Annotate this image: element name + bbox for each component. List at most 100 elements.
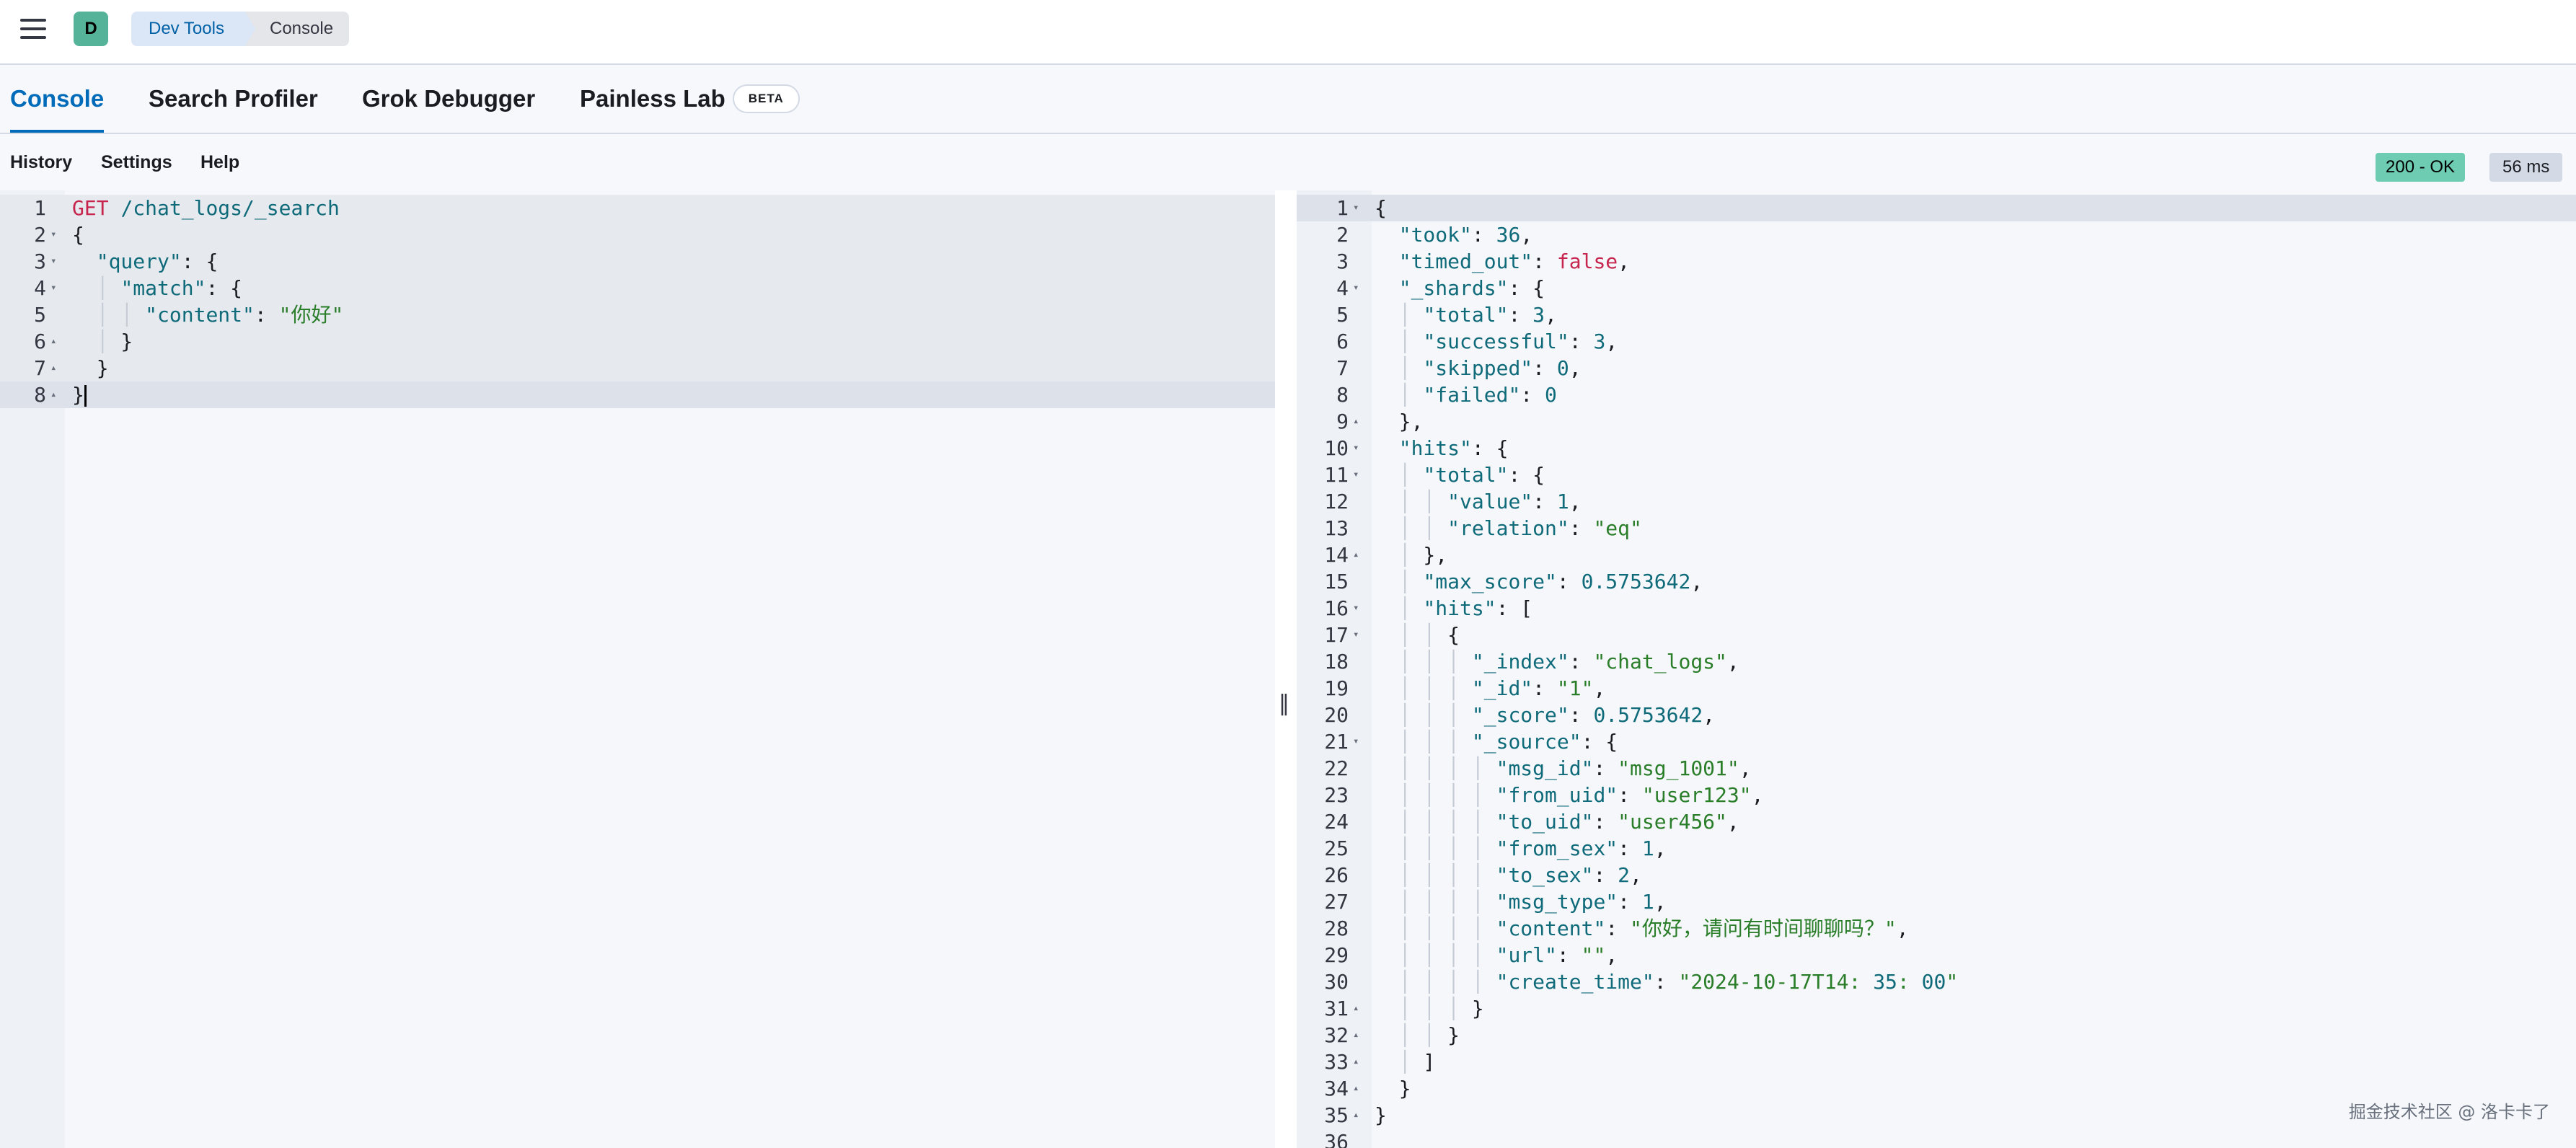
- fold-toggle-icon[interactable]: ▴: [1353, 549, 1359, 560]
- code-line: 34 ▴ }: [1297, 1075, 2576, 1102]
- code-text: },: [1375, 410, 1424, 433]
- fold-toggle-icon[interactable]: ▾: [50, 229, 57, 240]
- fold-toggle-icon[interactable]: ▾: [50, 282, 57, 293]
- code-text: │ │ │ │ "msg_type": 1,: [1398, 890, 1667, 914]
- line-number: 22: [1324, 756, 1349, 780]
- history-link[interactable]: History: [10, 151, 73, 172]
- code-line: 13 │ │ "relation": "eq": [1297, 515, 2576, 542]
- code-line: 27 │ │ │ │ "msg_type": 1,: [1297, 888, 2576, 915]
- response-viewer[interactable]: 1▾{2 "took": 36,3 "timed_out": false,4▾ …: [1297, 190, 2576, 1148]
- code-line: 28 │ │ │ │ "content": "你好，请问有时间聊聊吗？",: [1297, 915, 2576, 942]
- line-number: 19: [1324, 676, 1349, 700]
- code-text: │ │ {: [1398, 623, 1460, 647]
- line-number: 20: [1324, 703, 1349, 727]
- code-line: 8 │ "failed": 0: [1297, 381, 2576, 408]
- fold-toggle-icon[interactable]: ▴: [1353, 1082, 1359, 1094]
- breadcrumb-console: Console: [245, 12, 350, 46]
- code-line: 22 │ │ │ │ "msg_id": "msg_1001",: [1297, 755, 2576, 782]
- line-number: 10: [1324, 436, 1349, 460]
- space-avatar[interactable]: D: [74, 12, 108, 46]
- line-number: 8: [34, 383, 46, 407]
- line-number: 8: [1336, 383, 1349, 407]
- code-text: │ "failed": 0: [1398, 383, 1557, 407]
- fold-toggle-icon[interactable]: ▴: [50, 362, 57, 374]
- fold-toggle-icon[interactable]: ▾: [1353, 629, 1359, 640]
- fold-toggle-icon[interactable]: ▾: [50, 255, 57, 267]
- code-text: │ │ │ "_score": 0.5753642,: [1398, 703, 1716, 727]
- tab-label: Grok Debugger: [362, 85, 536, 112]
- line-number: 5: [1336, 303, 1349, 327]
- code-text: "query": {: [96, 250, 219, 273]
- code-text: │ "skipped": 0,: [1398, 356, 1582, 380]
- code-line: 16▾ │ "hits": [: [1297, 595, 2576, 622]
- tab-painless-lab[interactable]: Painless Lab BETA: [580, 65, 800, 133]
- code-line: 4▾ │ "match": {: [0, 275, 1275, 301]
- resize-handle-icon[interactable]: ‖: [1279, 691, 1289, 716]
- line-number: 1: [34, 196, 46, 220]
- tab-label: Painless Lab: [580, 85, 725, 112]
- tab-console[interactable]: Console: [10, 65, 105, 133]
- line-number: 29: [1324, 943, 1349, 967]
- breadcrumb-dev-tools[interactable]: Dev Tools: [131, 12, 257, 46]
- line-number: 35: [1324, 1103, 1349, 1127]
- fold-toggle-icon[interactable]: ▾: [1353, 202, 1359, 213]
- fold-toggle-icon[interactable]: ▾: [1353, 442, 1359, 454]
- code-text: }: [1375, 1077, 1411, 1100]
- line-number: 15: [1324, 570, 1349, 593]
- line-number: 28: [1324, 917, 1349, 940]
- code-line: 3 "timed_out": false,: [1297, 248, 2576, 275]
- code-line: 32▴ │ │ }: [1297, 1022, 2576, 1048]
- code-line: 6▴ │ }: [0, 328, 1275, 355]
- code-text: {: [72, 223, 84, 247]
- help-link[interactable]: Help: [200, 151, 240, 172]
- line-number: 18: [1324, 650, 1349, 674]
- tab-search-profiler[interactable]: Search Profiler: [149, 65, 318, 133]
- code-text: │ "hits": [: [1398, 596, 1533, 620]
- line-number: 5: [34, 303, 46, 327]
- menu-icon[interactable]: [20, 19, 46, 40]
- fold-toggle-icon[interactable]: ▴: [50, 335, 57, 347]
- code-text: "timed_out": false,: [1398, 250, 1631, 273]
- line-number: 6: [1336, 330, 1349, 353]
- line-number: 36: [1324, 1130, 1349, 1148]
- code-text: │ │ │ │ "msg_id": "msg_1001",: [1398, 756, 1752, 780]
- code-line: 2▾{: [0, 221, 1275, 248]
- editor-divider[interactable]: [1275, 190, 1297, 1148]
- line-number: 7: [1336, 356, 1349, 380]
- fold-toggle-icon[interactable]: ▴: [1353, 1109, 1359, 1121]
- code-line: 1 GET /chat_logs/_search: [0, 195, 1275, 221]
- fold-toggle-icon[interactable]: ▴: [1353, 1002, 1359, 1014]
- line-number: 26: [1324, 863, 1349, 887]
- code-text: │ │ │ }: [1398, 997, 1484, 1020]
- fold-toggle-icon[interactable]: ▴: [1353, 1056, 1359, 1067]
- code-text: "took": 36,: [1398, 223, 1533, 247]
- code-line: 14▴ │ },: [1297, 542, 2576, 568]
- fold-toggle-icon[interactable]: ▾: [1353, 602, 1359, 614]
- code-line: 26 │ │ │ │ "to_sex": 2,: [1297, 862, 2576, 888]
- fold-toggle-icon[interactable]: ▾: [1353, 736, 1359, 747]
- fold-toggle-icon[interactable]: ▾: [1353, 469, 1359, 480]
- code-line: 6 │ "successful": 3,: [1297, 328, 2576, 355]
- line-number: 34: [1324, 1077, 1349, 1100]
- code-line: 1▾{: [1297, 195, 2576, 221]
- code-line: 31▴ │ │ │ }: [1297, 995, 2576, 1022]
- code-line: 5 │ "total": 3,: [1297, 301, 2576, 328]
- line-number: 4: [1336, 276, 1349, 300]
- fold-toggle-icon[interactable]: ▴: [50, 389, 57, 400]
- code-text: }: [72, 381, 87, 408]
- line-number: 9: [1336, 410, 1349, 433]
- fold-toggle-icon[interactable]: ▾: [1353, 282, 1359, 293]
- settings-link[interactable]: Settings: [101, 151, 172, 172]
- code-text: │ │ │ │ "content": "你好，请问有时间聊聊吗？",: [1398, 917, 1909, 940]
- code-text: GET /chat_logs/_search: [72, 196, 340, 220]
- code-text: }: [72, 356, 109, 380]
- watermark: 掘金技术社区 @ 洛卡卡了: [2348, 1102, 2550, 1122]
- fold-toggle-icon[interactable]: ▴: [1353, 415, 1359, 427]
- tab-grok-debugger[interactable]: Grok Debugger: [362, 65, 535, 133]
- code-line: 17▾ │ │ {: [1297, 622, 2576, 648]
- fold-toggle-icon[interactable]: ▴: [1353, 1029, 1359, 1041]
- line-number: 4: [34, 276, 46, 300]
- tab-bar: Console Search Profiler Grok Debugger Pa…: [0, 65, 2576, 134]
- code-line: 7▴ }: [0, 355, 1275, 381]
